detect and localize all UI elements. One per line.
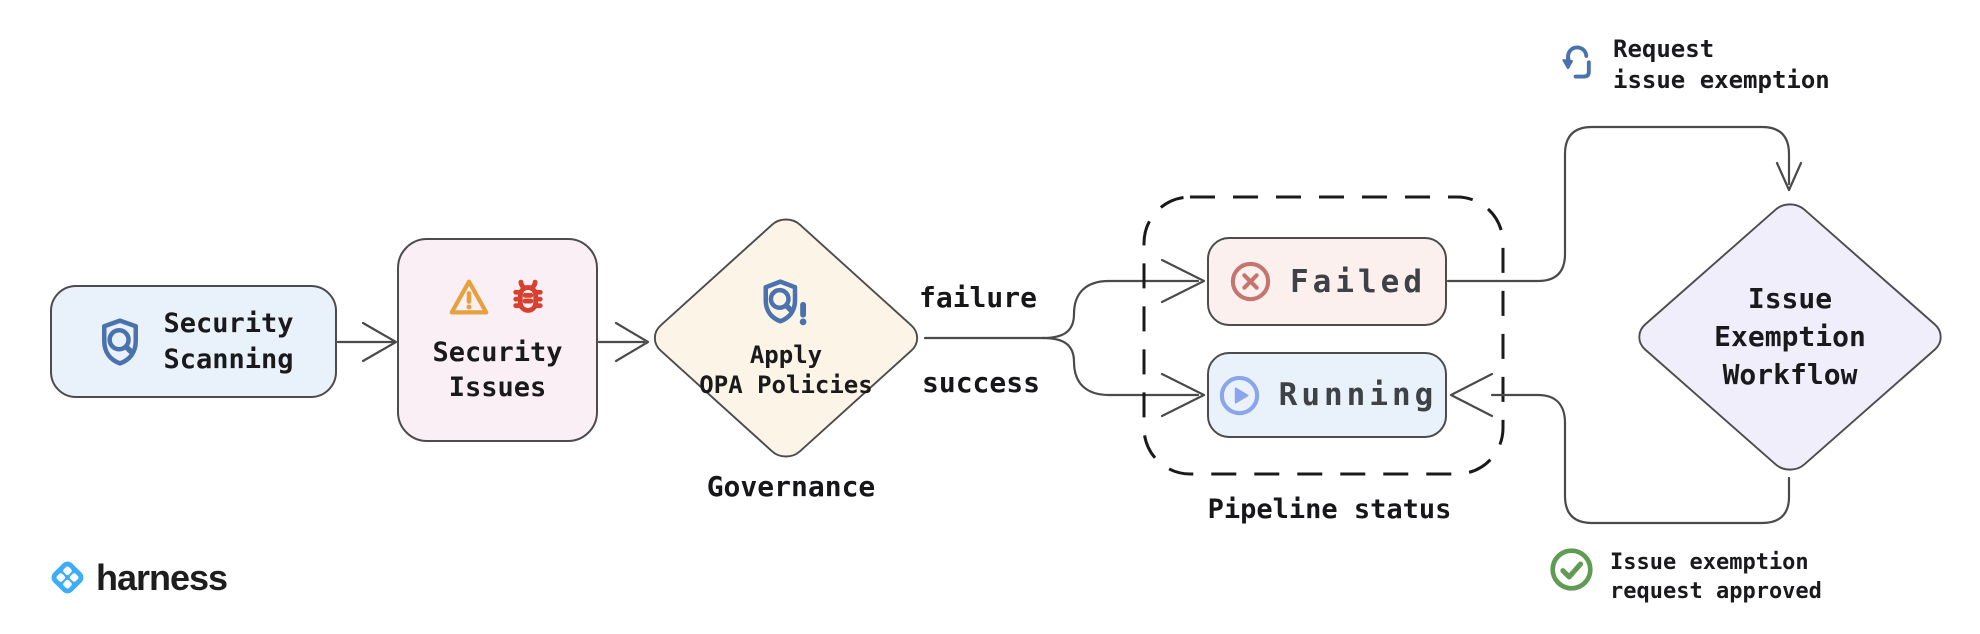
apply-opa-label: Apply OPA Policies — [699, 340, 872, 400]
governance-caption: Governance — [706, 470, 876, 503]
edge-opa-to-pipeline — [923, 258, 1206, 418]
security-scanning-line2: Scanning — [163, 343, 294, 375]
edge-scanning-to-issues — [336, 321, 398, 363]
exemption-approved-annotation: Issue exemption request approved — [1548, 546, 1822, 606]
issue-exemption-diamond-shape — [1631, 197, 1949, 477]
security-issues-line2: Issues — [448, 372, 547, 403]
request-exemption-line1: Request — [1613, 35, 1715, 63]
warning-triangle-icon — [449, 279, 488, 315]
shield-search-icon — [102, 317, 139, 366]
node-security-issues: Security Issues — [397, 238, 598, 442]
node-security-scanning: Security Scanning — [50, 285, 337, 398]
node-running: Running — [1207, 352, 1447, 438]
opa-diamond-shape — [647, 212, 926, 464]
issue-exemption-label: Issue Exemption Workflow — [1668, 280, 1912, 394]
node-issue-exemption-workflow: Issue Exemption Workflow — [1668, 280, 1912, 394]
edge-label-success: success — [921, 366, 1040, 399]
harness-logo-icon — [51, 561, 84, 594]
pipeline-status-caption: Pipeline status — [1207, 494, 1452, 525]
security-issues-label: Security Issues — [432, 335, 562, 405]
circle-x-icon — [1230, 261, 1271, 302]
issue-exemption-line1: Issue — [1747, 282, 1833, 315]
exemption-approved-line2: request approved — [1610, 579, 1822, 604]
security-scanning-line1: Security — [163, 307, 294, 339]
edge-workflow-to-running — [1449, 372, 1791, 525]
node-failed: Failed — [1207, 237, 1447, 326]
security-issues-line1: Security — [432, 337, 563, 368]
exemption-approved-text: Issue exemption request approved — [1610, 548, 1822, 606]
failed-label: Failed — [1290, 263, 1426, 300]
request-exemption-line2: issue exemption — [1613, 66, 1830, 94]
exemption-approved-line1: Issue exemption — [1610, 550, 1809, 575]
request-exemption-text: Request issue exemption — [1613, 34, 1830, 96]
edge-failed-to-workflow — [1446, 125, 1803, 283]
bug-icon — [512, 279, 543, 313]
apply-opa-line2: OPA Policies — [699, 371, 873, 399]
pipeline-status-container — [1142, 195, 1505, 476]
apply-opa-line1: Apply — [749, 341, 823, 369]
issue-exemption-line2: Exemption — [1714, 320, 1866, 353]
circle-play-icon — [1219, 375, 1259, 415]
shield-alert-icon — [763, 279, 807, 326]
node-apply-opa-policies: Apply OPA Policies — [666, 246, 906, 430]
brand-footer: harness — [46, 556, 228, 599]
request-exemption-annotation: Request issue exemption — [1556, 30, 1830, 96]
issue-exemption-line3: Workflow — [1722, 358, 1858, 391]
edge-label-failure: failure — [918, 281, 1037, 314]
running-label: Running — [1278, 377, 1438, 413]
security-issues-icons — [445, 275, 551, 321]
brand-name: harness — [96, 556, 228, 598]
security-scanning-label: Security Scanning — [163, 306, 293, 378]
hand-request-icon — [1562, 45, 1591, 79]
edge-issues-to-opa — [597, 321, 650, 363]
check-circle-icon — [1550, 548, 1593, 591]
